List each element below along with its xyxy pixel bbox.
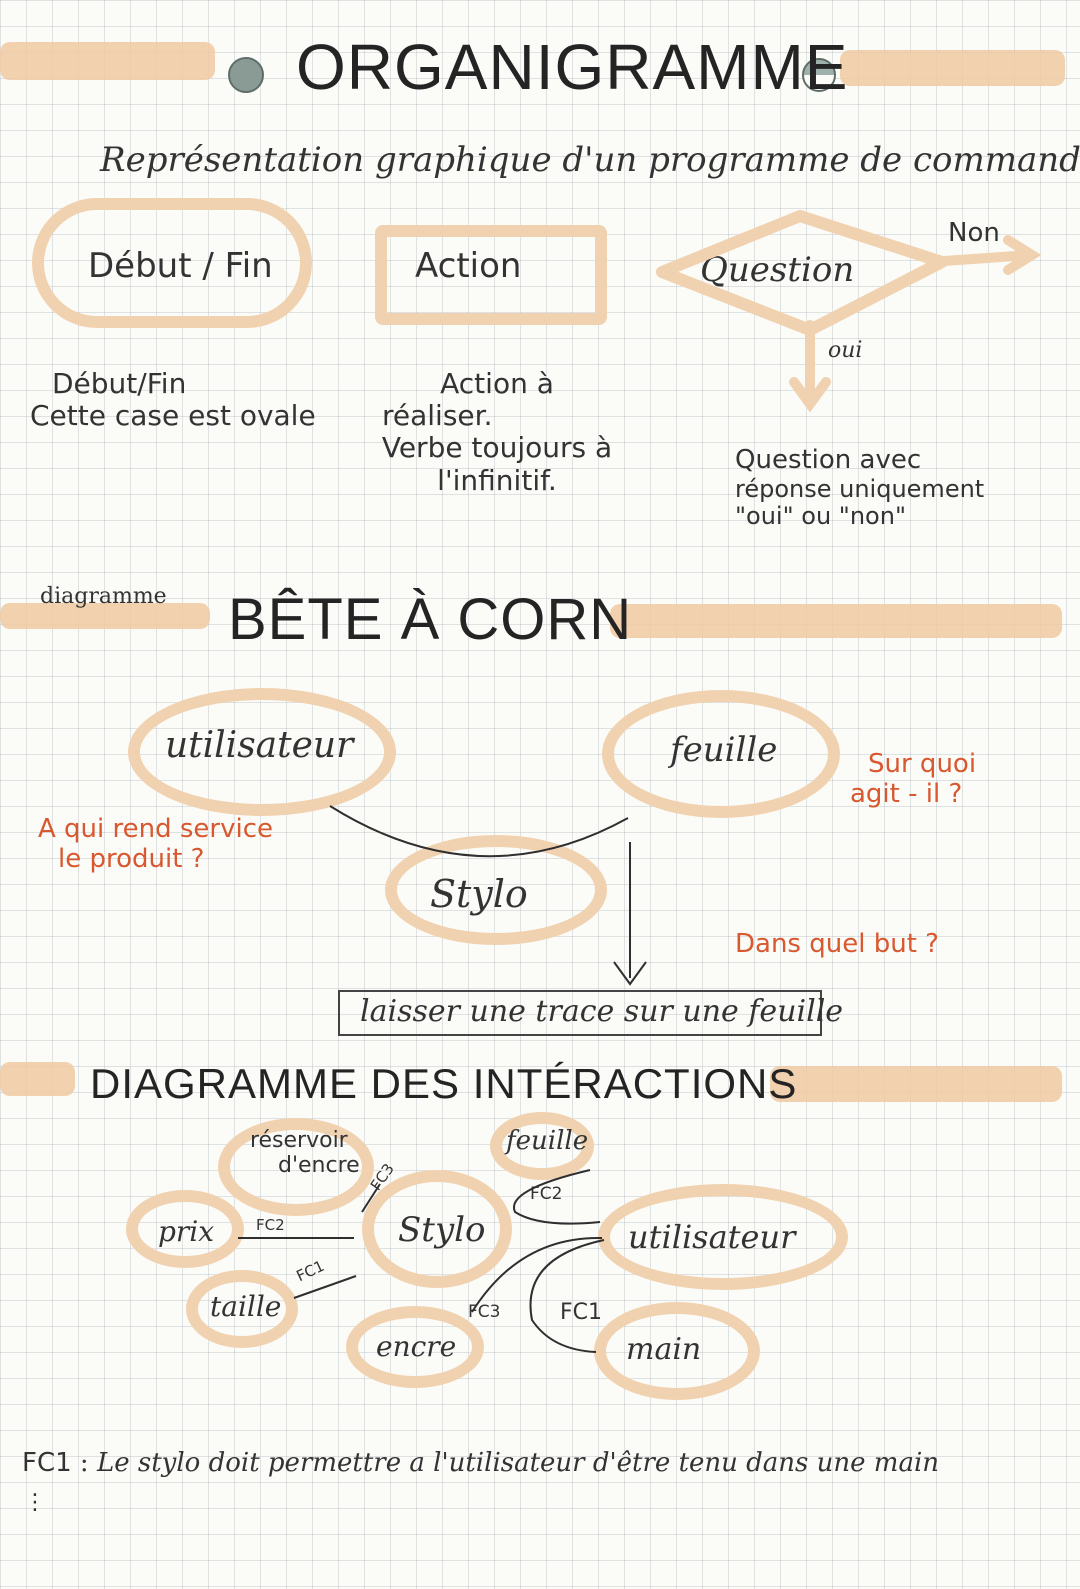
bullet-dot-right (802, 58, 836, 92)
action-shape (375, 225, 607, 325)
non-arrow-head (1003, 235, 1042, 275)
question-description: Question avec réponse uniquement "oui" o… (735, 445, 985, 531)
main-label: main (626, 1332, 702, 1367)
why-question: Dans quel but ? (735, 929, 939, 959)
goal-box (338, 990, 822, 1036)
action-desc-line1: Action à (440, 367, 554, 400)
fc3-top-link (361, 1183, 381, 1213)
stylo-small-label: Stylo (398, 1210, 486, 1250)
what-question-line2: agit - il ? (850, 778, 963, 809)
reservoir-label-line1: réservoir (249, 1128, 348, 1153)
non-label: Non (948, 218, 1000, 248)
action-desc-line3: Verbe toujours à (381, 431, 613, 465)
utilisateur-small-label: utilisateur (628, 1218, 796, 1256)
feuille-bubble-label: feuille (670, 730, 778, 770)
who-question-line2: le produit ? (58, 843, 205, 874)
bete-a-corne-arrow-head (613, 961, 647, 986)
encre-label: encre (376, 1330, 457, 1363)
question-desc-line2: réponse uniquement (735, 474, 985, 503)
utilisateur-bubble-label: utilisateur (165, 725, 354, 766)
interactions-title: DIAGRAMME DES INTÉRACTIONS (90, 1060, 798, 1107)
section3-highlight-right (770, 1066, 1062, 1102)
fc1-definition: FC1 : Le stylo doit permettre a l'utilis… (22, 1448, 940, 1478)
section2-highlight-left (0, 603, 210, 629)
prix-label: prix (158, 1215, 215, 1248)
non-arrow (925, 250, 1035, 267)
who-question: A qui rend service le produit ? (38, 814, 274, 875)
section3-highlight-left (0, 1062, 75, 1096)
bete-a-corne-curve (329, 805, 629, 858)
diagramme-prefix: diagramme (40, 584, 167, 609)
feuille-small-label: feuille (506, 1126, 589, 1156)
section2-highlight-right (610, 604, 1062, 638)
what-question-line1: Sur quoi (868, 749, 977, 779)
fc1-definition-text: Le stylo doit permettre a l'utilisateur … (96, 1448, 940, 1478)
question-label: Question (700, 250, 855, 290)
bullet-dot-left (228, 57, 264, 93)
oui-label: oui (828, 338, 863, 363)
fc1-left-link (293, 1275, 357, 1299)
page-subtitle: Représentation graphique d'un programme … (100, 140, 1080, 180)
action-description: Action à réaliser. Verbe toujours à l'in… (372, 367, 622, 497)
action-desc-line4: l'infinitif. (437, 463, 557, 497)
debut-fin-desc-line2: Cette case est ovale (30, 399, 316, 433)
reservoir-label-line2: d'encre (278, 1153, 360, 1179)
title-highlight-left (0, 42, 215, 80)
goal-text: laisser une trace sur une feuille (360, 994, 844, 1029)
fc2-left-label: FC2 (256, 1216, 285, 1234)
stylo-bubble-label: Stylo (430, 872, 528, 916)
fc1-bottom-link (529, 1239, 605, 1353)
oui-arrow-head (789, 377, 831, 413)
fc2-top-link (512, 1169, 601, 1225)
page-title: ORGANIGRAMME (296, 31, 849, 103)
debut-fin-description: Début/Fin Cette case est ovale (30, 367, 316, 433)
title-highlight-right (840, 50, 1065, 86)
debut-fin-desc-line1: Début/Fin (52, 367, 187, 400)
taille-label: taille (210, 1290, 282, 1323)
continuation-dots: ⋮ (24, 1490, 46, 1515)
what-question: Sur quoi agit - il ? (850, 749, 977, 810)
fc1-definition-code: FC1 (22, 1448, 72, 1478)
action-desc-line2: réaliser. (382, 399, 493, 433)
reservoir-label: réservoir d'encre (238, 1128, 360, 1179)
debut-fin-label: Début / Fin (88, 246, 273, 286)
question-desc-line1: Question avec (735, 445, 922, 475)
fc2-top-label: FC2 (530, 1184, 563, 1204)
who-question-line1: A qui rend service (38, 814, 274, 844)
fc1-bottom-label: FC1 (560, 1300, 603, 1325)
fc3-bottom-link (471, 1236, 603, 1313)
action-label: Action (415, 246, 522, 286)
question-diamond (656, 210, 948, 336)
question-desc-line3: "oui" ou "non" (735, 502, 906, 531)
bete-a-corne-title: BÊTE À CORN (228, 587, 633, 652)
